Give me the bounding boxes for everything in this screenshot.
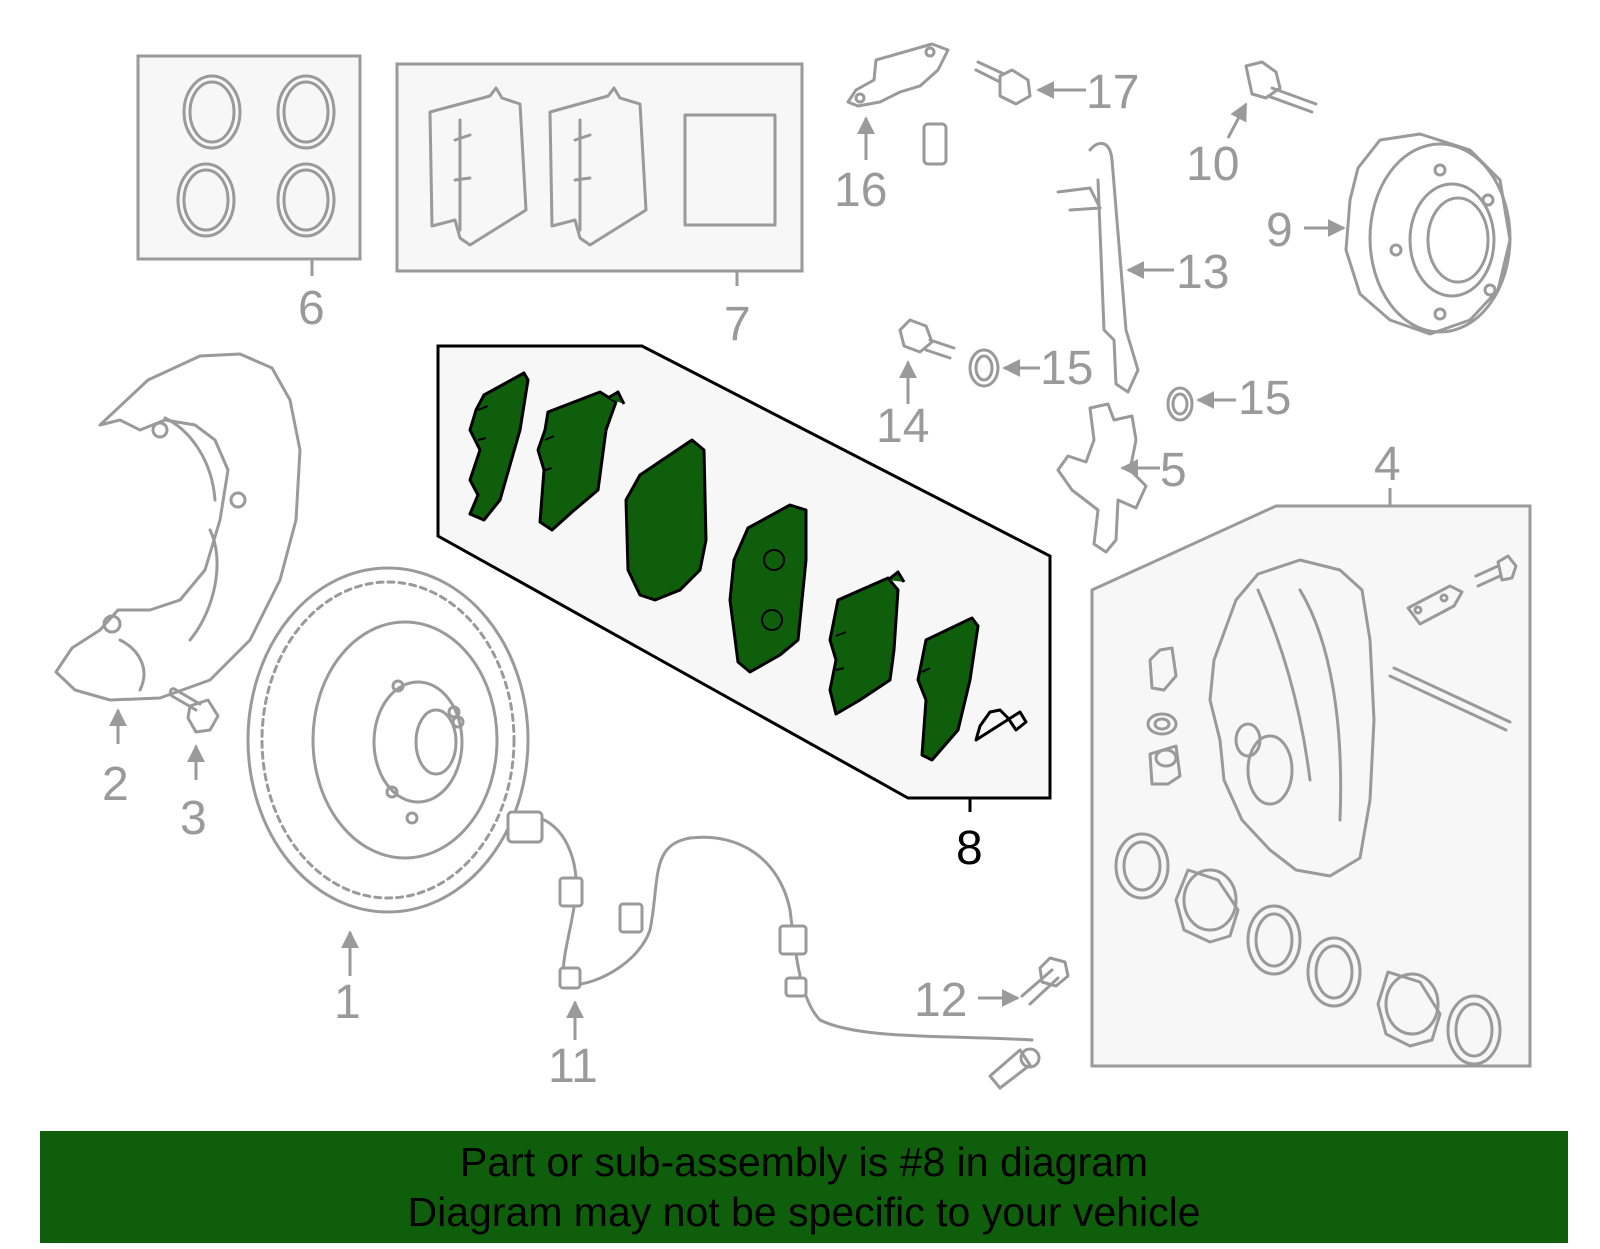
washer-upper[interactable]: [968, 348, 1000, 388]
callout-1: 1: [334, 976, 361, 1029]
callout-6: 6: [298, 282, 325, 335]
callout-2: 2: [102, 758, 129, 811]
hardware-kit-box[interactable]: [395, 62, 804, 286]
wheel-speed-sensor[interactable]: [506, 810, 1041, 1090]
shield-bolt[interactable]: [168, 687, 220, 734]
hose-bolt[interactable]: [898, 318, 956, 360]
callout-11: 11: [548, 1040, 598, 1093]
anti-rattle-clip[interactable]: [1056, 402, 1148, 554]
callout-15-lower: 15: [1238, 372, 1291, 425]
callout-13: 13: [1176, 246, 1229, 299]
callout-4: 4: [1374, 438, 1401, 491]
callout-14: 14: [876, 400, 929, 453]
callout-7: 7: [724, 298, 751, 351]
callout-9: 9: [1266, 204, 1293, 257]
callout-5: 5: [1160, 444, 1187, 497]
banner-line-2: Diagram may not be specific to your vehi…: [407, 1189, 1201, 1235]
washer-lower[interactable]: [1166, 386, 1194, 422]
hose-bracket[interactable]: [846, 42, 950, 108]
hub-bearing[interactable]: [1344, 132, 1512, 336]
callout-3: 3: [180, 792, 207, 845]
callout-12: 12: [914, 974, 967, 1027]
brake-rotor[interactable]: [246, 566, 530, 914]
bracket-bolt[interactable]: [974, 60, 1032, 106]
sensor-bolt[interactable]: [1020, 956, 1070, 1006]
callout-15-upper: 15: [1040, 342, 1093, 395]
hub-bolt[interactable]: [1244, 60, 1318, 114]
brake-hose[interactable]: [922, 122, 1140, 394]
caliper-assembly-box[interactable]: [1090, 488, 1532, 1068]
callout-17: 17: [1086, 66, 1139, 119]
brake-pad-set[interactable]: [436, 344, 1052, 812]
banner-line-1: Part or sub-assembly is #8 in diagram: [459, 1139, 1149, 1185]
callout-16: 16: [834, 164, 887, 217]
disclaimer-banner: Part or sub-assembly is #8 in diagram Di…: [40, 1131, 1568, 1243]
seal-kit-box[interactable]: [136, 54, 362, 276]
dust-shield[interactable]: [54, 352, 302, 702]
callout-10: 10: [1186, 138, 1239, 191]
callout-8: 8: [956, 822, 983, 875]
